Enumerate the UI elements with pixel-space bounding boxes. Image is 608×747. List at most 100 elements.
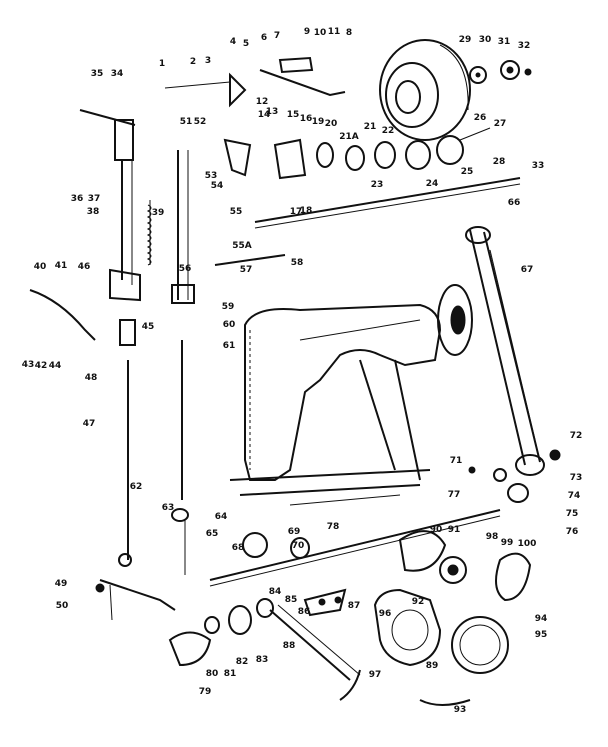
callout-26: 26	[473, 113, 487, 123]
callout-79: 79	[198, 687, 212, 697]
callout-28: 28	[492, 157, 506, 167]
callout-11: 11	[327, 27, 341, 37]
callout-1: 1	[158, 59, 166, 69]
callout-98: 98	[485, 532, 499, 542]
callout-97: 97	[368, 670, 382, 680]
callout-96: 96	[378, 609, 392, 619]
callout-54: 54	[210, 181, 224, 191]
callout-19: 19	[311, 117, 325, 127]
callout-90: 90	[429, 525, 443, 535]
callout-56: 56	[178, 264, 192, 274]
callout-86: 86	[297, 607, 311, 617]
callout-77: 77	[447, 490, 461, 500]
callout-55: 55	[229, 207, 243, 217]
callout-84: 84	[268, 587, 282, 597]
callout-76: 76	[565, 527, 579, 537]
needle-bar-assembly	[29, 109, 195, 621]
callout-9: 9	[303, 27, 311, 37]
callout-2: 2	[189, 57, 197, 67]
callout-83: 83	[255, 655, 269, 665]
hook-assembly-parts	[95, 508, 532, 706]
callout-7: 7	[273, 31, 281, 41]
callout-30: 30	[478, 35, 492, 45]
callout-89: 89	[425, 661, 439, 671]
callout-25: 25	[460, 167, 474, 177]
callout-36: 36	[70, 194, 84, 204]
machine-body	[229, 284, 473, 506]
callout-8: 8	[345, 28, 353, 38]
callout-20: 20	[324, 119, 338, 129]
callout-82: 82	[235, 657, 249, 667]
callout-93: 93	[453, 705, 467, 715]
callout-73: 73	[569, 473, 583, 483]
handwheel-part	[379, 39, 471, 141]
callout-37: 37	[87, 194, 101, 204]
callout-21a: 21A	[339, 132, 359, 142]
callout-59: 59	[221, 302, 235, 312]
callout-99: 99	[500, 538, 514, 548]
callout-66: 66	[507, 198, 521, 208]
lower-shaft	[209, 509, 501, 587]
callout-21: 21	[363, 122, 377, 132]
upper-linkage	[164, 56, 491, 180]
callout-72: 72	[569, 431, 583, 441]
callout-78: 78	[326, 522, 340, 532]
callout-13: 13	[265, 107, 279, 117]
callout-46: 46	[77, 262, 91, 272]
callout-4: 4	[229, 37, 237, 47]
washer-parts	[469, 60, 532, 84]
callout-55a: 55A	[232, 241, 252, 251]
callout-5: 5	[242, 39, 250, 49]
callout-23: 23	[370, 180, 384, 190]
callout-6: 6	[260, 33, 268, 43]
callout-63: 63	[161, 503, 175, 513]
callout-51: 51	[179, 117, 193, 127]
callout-3: 3	[204, 56, 212, 66]
callout-57: 57	[239, 265, 253, 275]
callout-43: 43	[21, 360, 35, 370]
callout-62: 62	[129, 482, 143, 492]
callout-10: 10	[313, 28, 327, 38]
callout-34: 34	[110, 69, 124, 79]
callout-32: 32	[517, 41, 531, 51]
callout-48: 48	[84, 373, 98, 383]
callout-38: 38	[86, 207, 100, 217]
callout-42: 42	[34, 361, 48, 371]
callout-18: 18	[299, 206, 313, 216]
callout-27: 27	[493, 119, 507, 129]
callout-92: 92	[411, 597, 425, 607]
callout-33: 33	[531, 161, 545, 171]
callout-81: 81	[223, 669, 237, 679]
callout-39: 39	[151, 208, 165, 218]
callout-41: 41	[54, 261, 68, 271]
callout-16: 16	[299, 114, 313, 124]
callout-35: 35	[90, 69, 104, 79]
callout-58: 58	[290, 258, 304, 268]
callout-87: 87	[347, 601, 361, 611]
callout-17: 17	[289, 207, 303, 217]
callout-29: 29	[458, 35, 472, 45]
callout-100: 100	[517, 539, 537, 549]
callout-64: 64	[214, 512, 228, 522]
connecting-rods	[465, 226, 561, 503]
callout-65: 65	[205, 529, 219, 539]
callout-70: 70	[291, 541, 305, 551]
callout-50: 50	[55, 601, 69, 611]
callout-85: 85	[284, 595, 298, 605]
callout-75: 75	[565, 509, 579, 519]
callout-49: 49	[54, 579, 68, 589]
callout-45: 45	[141, 322, 155, 332]
callout-15: 15	[286, 110, 300, 120]
callout-67: 67	[520, 265, 534, 275]
callout-80: 80	[205, 669, 219, 679]
main-shaft	[214, 177, 521, 266]
callout-69: 69	[287, 527, 301, 537]
callout-52: 52	[193, 117, 207, 127]
callout-74: 74	[567, 491, 581, 501]
callout-14: 14	[257, 110, 271, 120]
callout-68: 68	[231, 543, 245, 553]
callout-40: 40	[33, 262, 47, 272]
callout-47: 47	[82, 419, 96, 429]
